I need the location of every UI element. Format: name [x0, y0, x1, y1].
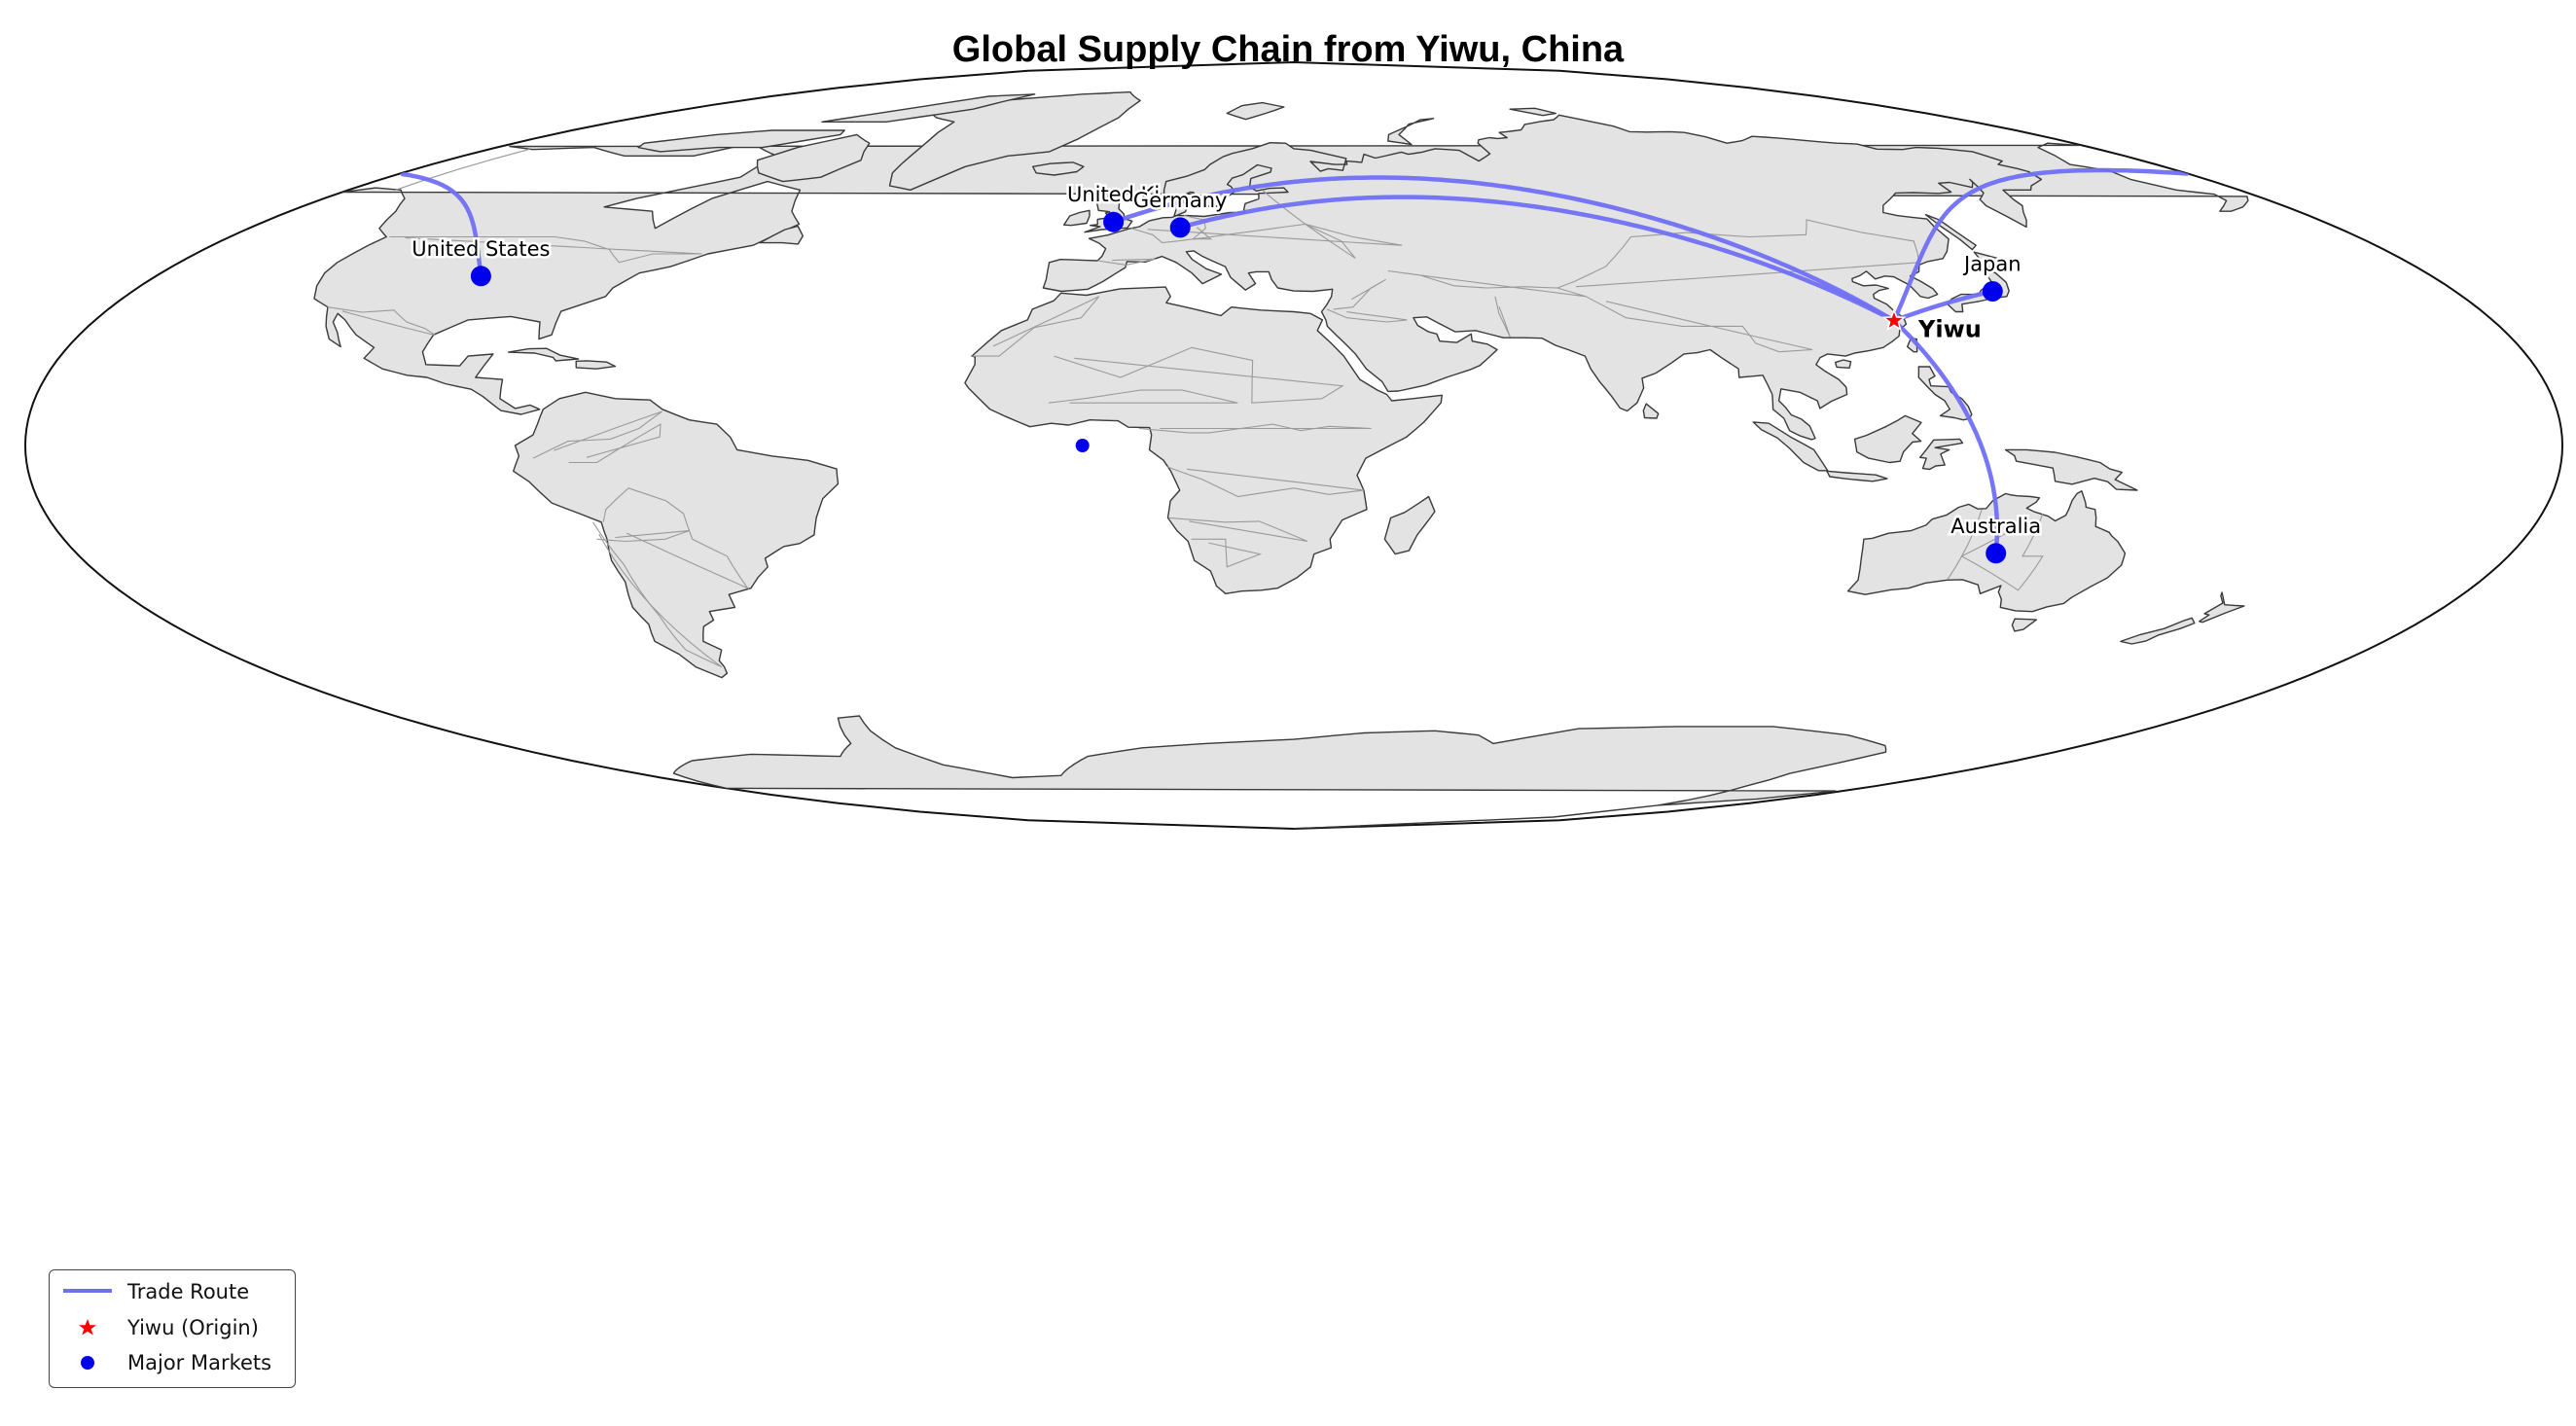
map-title: Global Supply Chain from Yiwu, China — [951, 29, 1625, 70]
legend-item-markets: Major Markets — [50, 1345, 295, 1380]
landmass-tasmania — [2011, 618, 2038, 632]
legend-label: Major Markets — [127, 1351, 272, 1374]
landmass-japan — [1947, 268, 2010, 313]
country-border — [389, 235, 702, 264]
country-border — [1130, 223, 1403, 246]
country-border — [1333, 278, 1386, 310]
country-border — [532, 410, 662, 459]
landmass-ellesmere — [821, 93, 1036, 123]
stray-market-point — [1075, 439, 1090, 452]
landmass-nz-south — [2120, 617, 2196, 645]
landmass-greenland — [888, 90, 1141, 191]
landmass-madagascar — [1383, 495, 1436, 555]
legend: Trade Route Yiwu (Origin) Major Markets — [49, 1269, 296, 1388]
market-marker — [1103, 211, 1125, 232]
country-border — [1168, 517, 1308, 543]
marker-layer: United States United KiGermanyJapanAustra… — [410, 181, 2044, 564]
landmass-africa — [964, 286, 1443, 594]
trade-route-line — [400, 167, 2190, 323]
market-marker — [470, 266, 491, 287]
landmass-hispaniola — [575, 360, 617, 370]
origin-label: Yiwu — [1917, 316, 1982, 343]
country-border — [1054, 346, 1344, 404]
landmass-newfoundland — [759, 225, 804, 245]
country-border — [1556, 219, 1920, 289]
country-border — [1097, 258, 1156, 266]
market-label: United Ki — [1067, 183, 1160, 206]
landmass-sri-lanka — [1642, 403, 1660, 419]
country-border — [592, 521, 723, 668]
landmass-sulawesi — [1919, 438, 1964, 471]
landmass-borneo — [1853, 414, 1922, 464]
country-border — [1166, 466, 1364, 498]
market-label: Japan — [1962, 253, 2021, 276]
country-border — [1262, 189, 1356, 259]
country-border — [1326, 308, 1408, 323]
landmass-hainan — [1834, 359, 1852, 369]
country-border — [568, 423, 662, 464]
landmass-novaya-zemlya — [1387, 118, 1435, 146]
country-border — [1138, 423, 1372, 434]
country-border — [1183, 215, 1213, 240]
country-border — [1947, 509, 1983, 581]
landmass-svalbard — [1226, 101, 1285, 121]
landmass-iceland — [1032, 161, 1085, 176]
legend-item-origin: Yiwu (Origin) — [50, 1310, 295, 1345]
landmass-java — [1826, 470, 1888, 482]
legend-label: Trade Route — [127, 1280, 250, 1303]
origin-star-marker — [1881, 307, 1907, 332]
border-layer — [327, 148, 2044, 668]
country-border — [1048, 389, 1238, 404]
country-border — [971, 296, 1100, 357]
landmass-new-guinea — [2004, 448, 2138, 491]
country-border — [1387, 269, 1587, 298]
country-border — [1494, 296, 1511, 338]
market-marker — [1986, 543, 2007, 564]
route-layer — [400, 167, 2190, 556]
landmass-severnaya — [1509, 107, 1556, 117]
route-line-icon — [63, 1289, 112, 1293]
trade-route-line — [1891, 289, 1995, 323]
landmass-baffin — [756, 133, 871, 183]
landmass-canada-islands — [637, 129, 845, 153]
market-marker — [1169, 217, 1191, 238]
market-label: United States — [411, 237, 550, 261]
market-marker — [1982, 281, 2003, 302]
trade-route-line — [1111, 175, 1897, 323]
star-icon — [79, 1319, 96, 1336]
landmass-eurasia — [1042, 114, 2043, 441]
market-label: Germany — [1133, 189, 1228, 212]
landmass-ireland — [1062, 209, 1091, 227]
country-border — [1586, 296, 1813, 353]
trade-route-line — [1891, 318, 2000, 556]
landmass-hokkaido — [1973, 251, 2009, 269]
landmass-cuba — [507, 347, 580, 362]
legend-label: Yiwu (Origin) — [127, 1316, 259, 1339]
country-border — [327, 306, 436, 337]
country-border — [395, 148, 530, 191]
dot-icon — [81, 1356, 94, 1370]
trade-route-line — [1177, 195, 1897, 323]
legend-item-trade-route: Trade Route — [50, 1274, 295, 1309]
country-border — [602, 487, 750, 590]
country-border — [1960, 513, 2044, 591]
landmass-nz-north — [2199, 591, 2245, 624]
market-label: Australia — [1950, 515, 2041, 538]
country-border — [596, 530, 690, 543]
country-border — [1191, 538, 1263, 568]
landmass-antarctica — [672, 715, 1887, 829]
